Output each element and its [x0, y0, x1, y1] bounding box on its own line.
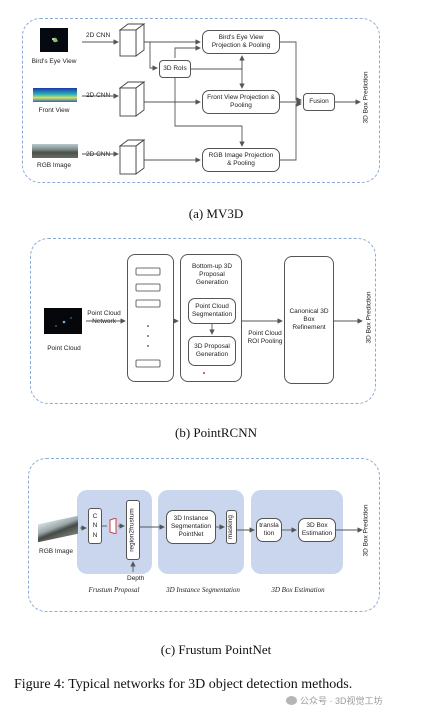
rois-box: 3D RoIs	[159, 60, 191, 78]
cnn-label-rgb: 2D CNN	[86, 151, 111, 158]
depth-label: Depth	[127, 575, 145, 582]
mv3d-panel	[22, 18, 380, 183]
rgb-label: RGB Image	[37, 162, 71, 169]
figure-caption: Figure 4: Typical networks for 3D object…	[14, 677, 353, 692]
refinement-box: Canonical 3D Box Refinement	[284, 256, 334, 384]
frustum-panel	[28, 458, 380, 612]
bev-thumbnail	[40, 28, 68, 52]
fusion-box: Fusion	[303, 93, 335, 111]
watermark-text: 公众号 · 3D视觉工坊	[300, 696, 383, 706]
watermark: 公众号 · 3D视觉工坊	[286, 694, 383, 707]
segmentation-box: Point Cloud Segmentation	[188, 298, 236, 324]
region2frustum-box: region2frustum	[126, 500, 140, 560]
pointrcnn-panel	[30, 238, 376, 404]
bev-label: Bird's Eye View	[31, 58, 77, 65]
proposal-stage-box	[180, 254, 242, 382]
stage-label-segmentation: 3D Instance Segmentation	[166, 586, 240, 594]
box-estimation-box: 3D Box Estimation	[298, 518, 336, 542]
front-view-label: Front View	[38, 107, 70, 114]
front-view-thumbnail	[33, 88, 77, 102]
frustum-glyph	[108, 517, 118, 535]
point-cloud-label: Point Cloud	[47, 345, 81, 352]
caption-frustum: (c) Frustum PointNet	[160, 642, 272, 657]
roi-pooling-label: Point Cloud ROI Pooling	[247, 330, 283, 345]
instance-seg-box: 3D Instance Segmentation PointNet	[166, 510, 216, 544]
point-cloud-thumbnail	[44, 308, 82, 334]
bev-projection-box: Bird's Eye View Projection & Pooling	[202, 30, 280, 54]
caption-pointrcnn: (b) PointRCNN	[175, 425, 257, 440]
caption-mv3d: (a) MV3D	[188, 206, 244, 221]
rgb-thumbnail	[32, 144, 78, 158]
cnn-label-bev: 2D CNN	[86, 32, 111, 39]
masking-box: masking	[226, 510, 237, 544]
fv-projection-box: Front View Projection & Pooling	[202, 90, 280, 114]
cnn-box: C N N	[88, 508, 102, 544]
stage-label-box-estimation: 3D Box Estimation	[271, 586, 325, 594]
frustum-rgb-label: RGB Image	[39, 548, 73, 555]
cnn-label-fv: 2D CNN	[86, 92, 111, 99]
proposal-generation-box: 3D Proposal Generation	[188, 336, 236, 366]
proposal-stage-title: Bottom-up 3D Proposal Generation	[191, 263, 233, 286]
wechat-icon	[286, 696, 297, 705]
translation-box: transla tion	[256, 518, 282, 542]
rgb-projection-box: RGB Image Projection & Pooling	[202, 148, 280, 172]
stage-label-frustum: Frustum Proposal	[88, 586, 140, 594]
